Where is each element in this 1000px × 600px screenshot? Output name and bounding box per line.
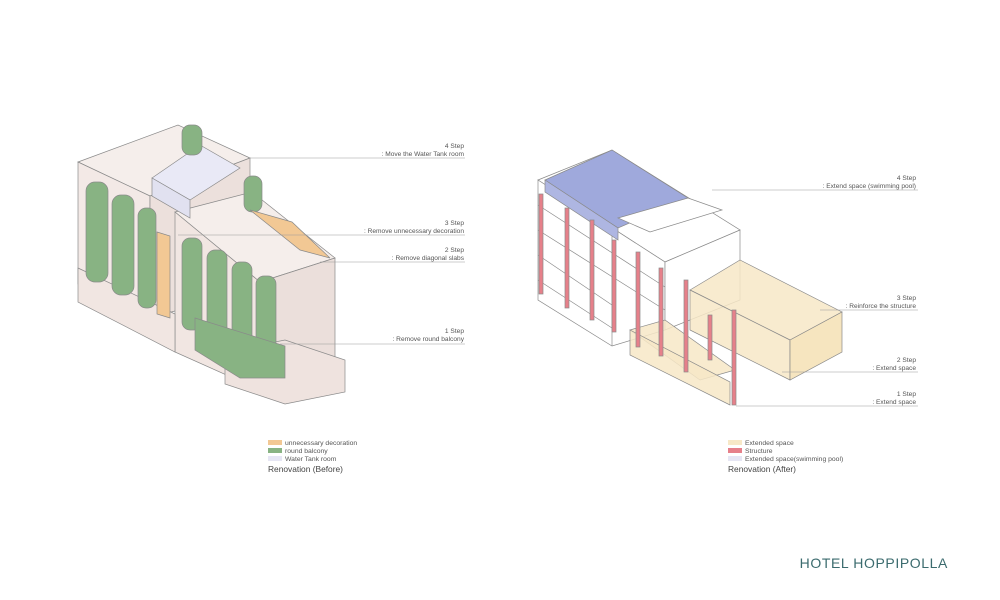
legend-swatch-decoration [268, 440, 282, 445]
structure-column [538, 193, 544, 295]
before-step-2-desc: : Remove diagonal slabs [392, 255, 465, 262]
building-before [77, 124, 346, 405]
legend-swatch-extended [728, 440, 742, 445]
legend-label: Extended space(swimming pool) [745, 456, 843, 463]
after-legend: Extended space Structure Extended space(… [728, 440, 843, 474]
structure-column [635, 251, 641, 348]
after-step-3-title: 3 Step [897, 295, 916, 302]
before-step-4-title: 4 Step [445, 143, 464, 150]
before-step-1-title: 1 Step [445, 328, 464, 335]
round-balcony [181, 237, 203, 331]
structure-column [564, 207, 570, 309]
unnecessary-decoration [156, 231, 171, 319]
legend-label: Water Tank room [285, 456, 337, 463]
structure-columns [538, 193, 737, 406]
after-leader-lines [712, 189, 918, 407]
legend-swatch-pool [728, 456, 742, 461]
brand-title: HOTEL HOPPIPOLLA [800, 555, 948, 571]
structure-column [707, 314, 713, 361]
structure-column [589, 219, 595, 321]
after-roof-box [616, 197, 724, 233]
after-step-4-title: 4 Step [897, 175, 916, 182]
legend-label: unnecessary decoration [285, 440, 357, 447]
before-step-3-title: 3 Step [445, 220, 464, 227]
after-step-2-desc: : Extend space [872, 365, 916, 372]
diagonal-slab [249, 209, 331, 259]
before-step-4-desc: : Move the Water Tank room [382, 151, 465, 158]
legend-swatch-structure [728, 448, 742, 453]
structure-column [683, 279, 689, 373]
before-step-1-desc: : Remove round balcony [393, 336, 465, 343]
before-legend: unnecessary decoration round balcony Wat… [268, 440, 357, 474]
legend-swatch-water-tank [268, 456, 282, 461]
before-leader-lines [178, 157, 465, 345]
building-after [537, 149, 843, 406]
round-balcony [137, 207, 157, 309]
after-caption: Renovation (After) [728, 464, 796, 474]
after-step-3-desc: : Reinforce the structure [846, 303, 917, 310]
legend-label: Structure [745, 448, 773, 455]
round-balcony [111, 194, 135, 296]
after-step-4-desc: : Extend space (swimming pool) [823, 183, 916, 190]
legend-swatch-balcony [268, 448, 282, 453]
extended-space-mid-right [789, 311, 843, 381]
round-balcony-base [194, 317, 286, 379]
legend-label: round balcony [285, 448, 328, 455]
legend-label: Extended space [745, 440, 794, 447]
after-step-1-title: 1 Step [897, 391, 916, 398]
round-balcony-group-left [85, 181, 157, 309]
round-balcony [243, 175, 263, 213]
after-step-1-desc: : Extend space [872, 399, 916, 406]
before-step-2-title: 2 Step [445, 247, 464, 254]
after-step-labels: 4 Step : Extend space (swimming pool) 3 … [823, 175, 917, 406]
swimming-pool-side [544, 179, 619, 241]
round-balcony [85, 181, 109, 283]
extended-space-bottom-front [629, 329, 731, 406]
water-tank-room-front [151, 177, 191, 219]
before-caption: Renovation (Before) [268, 464, 343, 474]
after-step-2-title: 2 Step [897, 357, 916, 364]
before-step-labels: 4 Step : Move the Water Tank room 3 Step… [364, 143, 465, 343]
structure-column [611, 239, 617, 333]
round-balcony [181, 124, 203, 156]
structure-column [731, 309, 737, 406]
before-step-3-desc: : Remove unnecessary decoration [364, 228, 464, 235]
structure-column [658, 267, 664, 357]
